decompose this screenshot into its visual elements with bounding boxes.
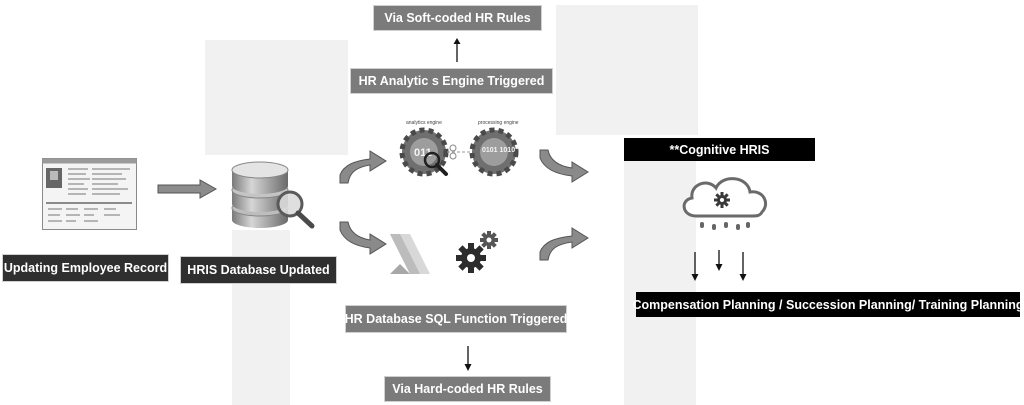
bg-panel-top-left	[205, 40, 348, 155]
hris-database-updated-label: HRIS Database Updated	[180, 256, 337, 284]
cognitive-hris-label: **Cognitive HRIS	[624, 138, 815, 161]
analytics-processing-engine-icon: analytics engine processing engine 011 0…	[399, 120, 519, 177]
sql-function-label: HR Database SQL Function Triggered	[345, 305, 567, 333]
arrow-down-icon	[464, 346, 472, 371]
planning-label: Compensation Planning / Succession Plann…	[633, 292, 1024, 317]
employee-record-form-icon	[42, 158, 137, 230]
processing-engine-caption: processing engine	[478, 120, 519, 126]
curved-arrow-up-right-icon	[539, 227, 589, 261]
database-search-icon	[231, 161, 315, 229]
curved-arrow-down-icon	[339, 221, 387, 255]
hard-rules-label: Via Hard-coded HR Rules	[384, 376, 551, 402]
curved-arrow-down-right-icon	[539, 149, 589, 183]
bg-panel-right	[624, 160, 696, 405]
arrow-up-icon	[453, 38, 461, 62]
arrow-right-icon	[157, 179, 218, 199]
analytics-engine-caption: analytics engine	[406, 120, 442, 126]
curved-arrow-up-icon	[339, 150, 387, 184]
binary-text-processing: 0101 1010	[482, 147, 515, 154]
analytics-engine-label: HR Analytic s Engine Triggered	[350, 68, 553, 94]
soft-rules-label: Via Soft-coded HR Rules	[373, 5, 542, 31]
document-sql-icon	[390, 234, 430, 274]
updating-employee-record-label: Updating Employee Record	[2, 254, 169, 282]
arrows-down-icon	[691, 250, 747, 281]
gears-icon	[456, 231, 498, 273]
cloud-gear-icon	[682, 177, 767, 230]
bg-panel-top-right	[556, 5, 698, 135]
